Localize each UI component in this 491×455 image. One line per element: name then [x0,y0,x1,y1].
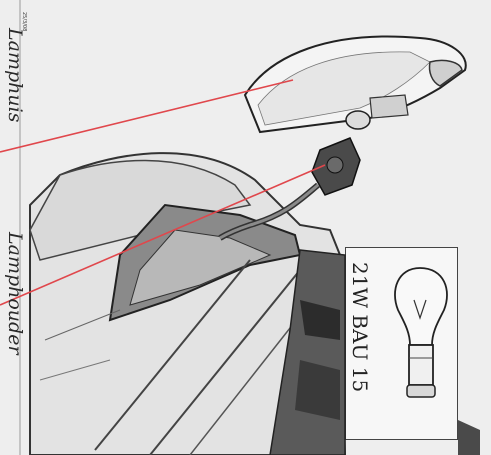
label-lamphouder: Lamphouder [4,232,26,355]
label-lamphuis: Lamphuis [4,28,26,122]
interior-detail [458,420,480,455]
housing-clip [429,60,462,86]
interior-detail [295,360,340,420]
housing-socket [370,95,408,118]
bulb-21w-icon [395,268,447,397]
holder-knob [327,157,343,173]
bulb-base [346,111,370,129]
leader-line-lamphuis [0,80,293,152]
bulb-spec-text: 21W BAU 15 [348,262,372,392]
